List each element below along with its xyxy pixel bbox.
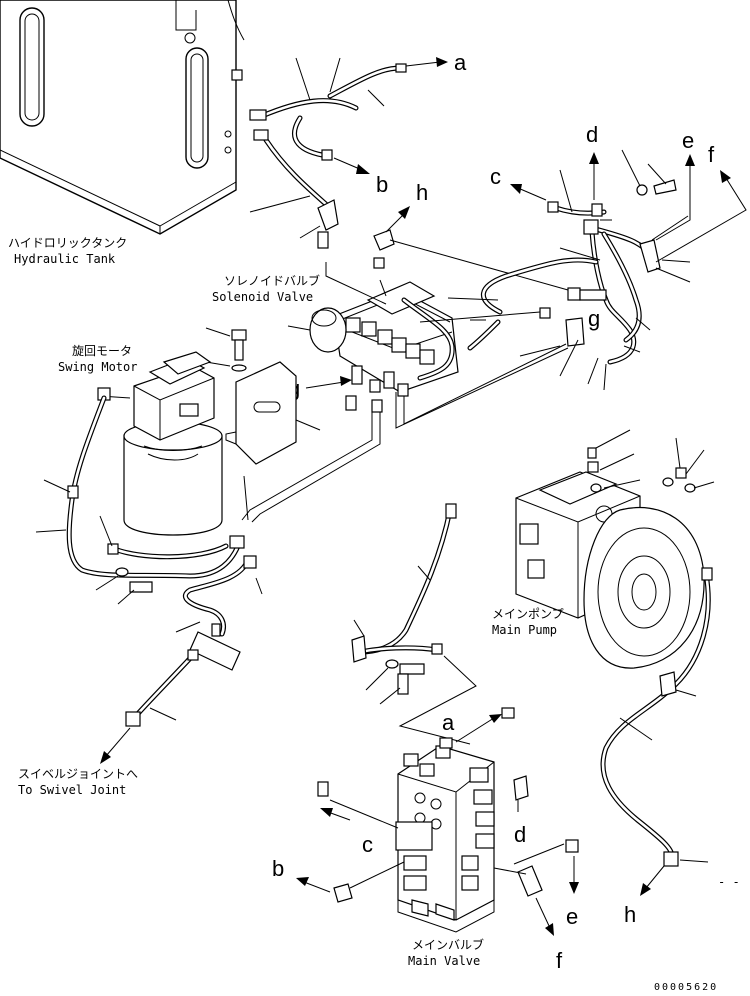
- main-pump: [515, 429, 715, 669]
- arrow-e-bottom: e: [513, 839, 579, 929]
- label-b-top: b: [376, 172, 388, 197]
- label-h-bottom: h: [624, 902, 636, 927]
- label-solenoid-valve-en: Solenoid Valve: [212, 290, 313, 304]
- arrow-b-top: b: [333, 157, 388, 197]
- label-solenoid-valve-jp: ソレノイドバルブ: [224, 273, 320, 288]
- arrow-d-top: d: [586, 122, 599, 200]
- g-upper-group: g: [419, 257, 607, 391]
- swing-motor: [97, 351, 223, 536]
- arrow-h-top: h: [373, 180, 569, 291]
- label-c-top: c: [490, 164, 501, 189]
- label-d-top: d: [586, 122, 598, 147]
- label-swivel-joint-jp: スイベルジョイントへ: [18, 767, 138, 781]
- arrow-c-top: c: [490, 164, 547, 201]
- arrow-a-top: a: [405, 50, 467, 75]
- arrow-c-bottom: c: [317, 781, 399, 857]
- label-a-bottom: a: [442, 710, 455, 735]
- label-e-bottom: e: [566, 904, 578, 929]
- center-hose: [351, 503, 477, 745]
- arrow-e-top: e: [655, 128, 695, 241]
- label-main-valve-jp: メインバルブ: [412, 937, 484, 952]
- hydraulic-tank: [0, 0, 245, 235]
- arrow-swivel-joint: [100, 727, 131, 764]
- solenoid-lower-lines: [241, 343, 569, 523]
- label-h-top: h: [416, 180, 428, 205]
- arrow-a-bottom: a: [439, 707, 515, 749]
- drawing-number: 00005620: [654, 982, 718, 993]
- main-pump-hose-h: - -: [600, 567, 740, 889]
- label-main-valve-en: Main Valve: [408, 954, 480, 968]
- solenoid-valve: [309, 262, 459, 413]
- swing-motor-hoses: [35, 395, 263, 727]
- label-swing-motor-jp: 旋回モータ: [72, 344, 132, 358]
- label-hydraulic-tank-en: Hydraulic Tank: [14, 252, 116, 266]
- label-d-bottom: d: [514, 822, 526, 847]
- label-f-top: f: [708, 142, 715, 167]
- arrow-f-top: f: [655, 142, 747, 263]
- top-right-line-group: [547, 149, 691, 365]
- label-hydraulic-tank-jp: ハイドロリックタンク: [8, 236, 127, 250]
- label-swivel-joint-en: To Swivel Joint: [18, 783, 126, 797]
- arrow-g-lower: g: [288, 376, 352, 401]
- main-valve: [395, 745, 495, 933]
- arrow-d-bottom: d: [513, 775, 529, 847]
- label-main-pump-jp: メインポンプ: [492, 607, 564, 621]
- dash-marker: - -: [718, 875, 740, 889]
- label-swing-motor-en: Swing Motor: [58, 360, 137, 374]
- label-b-bottom: b: [272, 856, 284, 881]
- tank-return-hoses: [249, 57, 407, 249]
- solenoid-bracket: [205, 325, 321, 465]
- arrow-f-bottom: f: [493, 865, 563, 973]
- label-e-top: e: [682, 128, 694, 153]
- arrow-b-bottom: b: [272, 856, 405, 903]
- label-a-top: a: [454, 50, 467, 75]
- label-c-bottom: c: [362, 832, 373, 857]
- label-main-pump-en: Main Pump: [492, 623, 557, 637]
- arrow-h-bottom: h: [624, 865, 665, 927]
- label-f-bottom: f: [556, 948, 563, 973]
- label-g-upper: g: [588, 306, 600, 331]
